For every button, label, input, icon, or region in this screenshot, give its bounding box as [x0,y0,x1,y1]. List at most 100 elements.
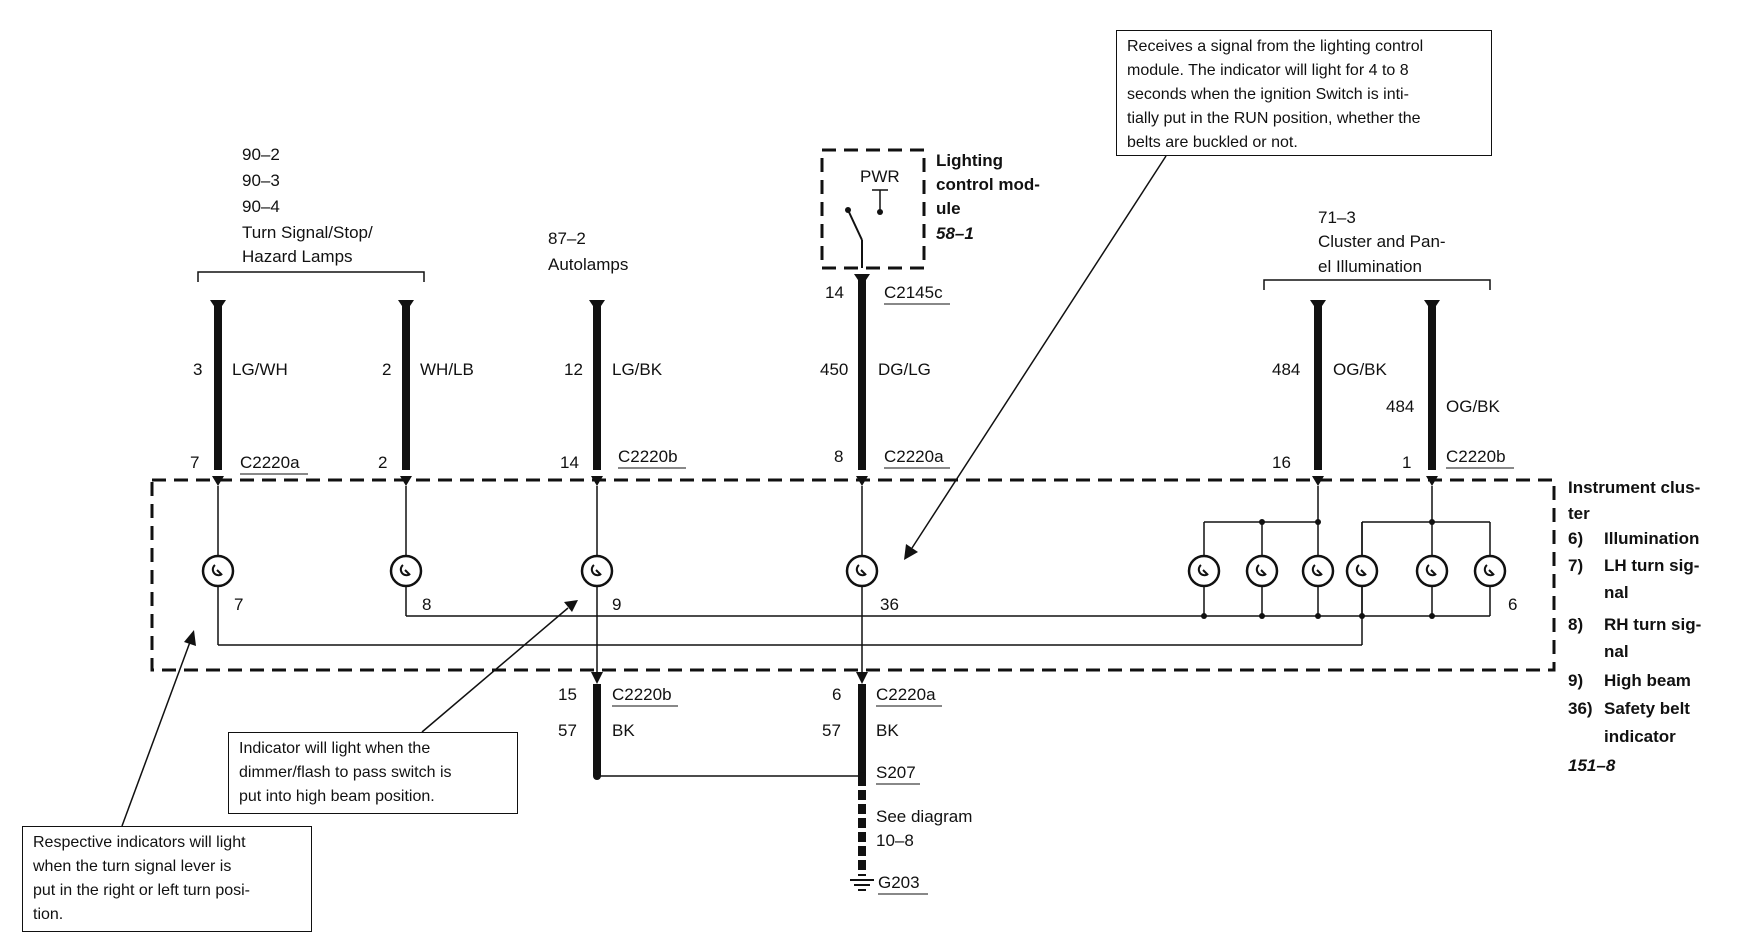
svg-text:nal: nal [1604,583,1629,602]
svg-text:90–3: 90–3 [242,171,280,190]
svg-text:ter: ter [1568,504,1590,523]
lower-left-color: BK [612,721,635,740]
lower-right-pin: 6 [832,685,841,704]
lower-left-pin: 15 [558,685,577,704]
svg-text:151–8: 151–8 [1568,756,1616,775]
svg-text:9): 9) [1568,671,1583,690]
bulb-7-label: 7 [234,595,243,614]
wire-2-pin: 2 [378,453,387,472]
wire-2-color: WH/LB [420,360,474,379]
turn-signal-source-label: 90–2 90–3 90–4 Turn Signal/Stop/ Hazard … [242,145,373,266]
illumination-bulb-5 [1415,554,1449,588]
safety-belt-bulb [845,554,879,588]
svg-text:Instrument clus-: Instrument clus- [1568,478,1700,497]
wire-3-pin: 14 [560,453,579,472]
svg-text:Safety belt: Safety belt [1604,699,1690,718]
wire-4-top-pin: 14 [825,283,844,302]
bulb-36-label: 36 [880,595,899,614]
wire-1 [210,300,226,470]
wire-1-connector: C2220a [240,453,300,472]
wire-6-color: OG/BK [1446,397,1501,416]
wire-3-circuit: 12 [564,360,583,379]
svg-text:Turn Signal/Stop/: Turn Signal/Stop/ [242,223,373,242]
wire-5-color: OG/BK [1333,360,1388,379]
wire-5-pin: 16 [1272,453,1291,472]
svg-text:nal: nal [1604,642,1629,661]
ground-label: G203 [878,873,920,892]
bulb-9-label: 9 [612,595,621,614]
svg-text:ule: ule [936,199,961,218]
instrument-cluster-legend: Instrument clus- ter 6) Illumination 7) … [1568,478,1701,775]
wire-1-pin: 7 [190,453,199,472]
svg-text:90–2: 90–2 [242,145,280,164]
splice-label: S207 [876,763,916,782]
svg-text:Cluster and Pan-: Cluster and Pan- [1318,232,1446,251]
callout-high-beam: Indicator will light when the dimmer/fla… [228,732,518,814]
svg-text:7): 7) [1568,556,1583,575]
autolamps-source-label: 87–2 Autolamps [548,229,628,274]
wire-6-circuit: 484 [1386,397,1414,416]
illumination-bulb-3 [1301,554,1335,588]
wire-4-pin: 8 [834,447,843,466]
svg-text:Lighting: Lighting [936,151,1003,170]
wire-4-circuit: 450 [820,360,848,379]
svg-text:control mod-: control mod- [936,175,1040,194]
see-diagram-label: See diagram [876,807,972,826]
callout-turn-signal: Respective indicators will light when th… [22,826,312,932]
illumination-bulb-2 [1245,554,1279,588]
pwr-label: PWR [860,167,900,186]
bulb-6-label: 6 [1508,595,1517,614]
wire-4 [854,274,870,470]
cluster-illumination-bracket [1263,279,1491,290]
svg-text:High beam: High beam [1604,671,1691,690]
wire-1-color: LG/WH [232,360,288,379]
wire-3-connector: C2220b [618,447,678,466]
see-diagram-ref: 10–8 [876,831,914,850]
wire-4-connector: C2220a [884,447,944,466]
callout-pointers [121,155,1167,827]
svg-text:RH turn sig-: RH turn sig- [1604,615,1701,634]
wire-3-color: LG/BK [612,360,663,379]
illumination-bulb-1 [1187,554,1221,588]
bulb-8-label: 8 [422,595,431,614]
wire-2-circuit: 2 [382,360,391,379]
lh-turn-bulb [201,554,235,588]
wire-1-circuit: 3 [193,360,202,379]
wire-5-circuit: 484 [1272,360,1300,379]
svg-text:8): 8) [1568,615,1583,634]
svg-text:Autolamps: Autolamps [548,255,628,274]
lower-left-connector: C2220b [612,685,672,704]
svg-text:58–1: 58–1 [936,224,974,243]
svg-text:6): 6) [1568,529,1583,548]
lighting-control-module-box [820,148,926,270]
svg-text:indicator: indicator [1604,727,1676,746]
svg-text:LH turn sig-: LH turn sig- [1604,556,1699,575]
lighting-control-module-label: Lighting control mod- ule 58–1 [936,151,1040,243]
svg-text:Hazard Lamps: Hazard Lamps [242,247,353,266]
svg-text:el Illumination: el Illumination [1318,257,1422,276]
ground-symbol [850,879,874,891]
wire-3 [589,300,605,470]
svg-text:36): 36) [1568,699,1593,718]
svg-text:87–2: 87–2 [548,229,586,248]
rh-turn-bulb [389,554,423,588]
wire-2 [398,300,414,470]
svg-text:71–3: 71–3 [1318,208,1356,227]
svg-text:Illumination: Illumination [1604,529,1699,548]
wire-6 [1424,300,1440,470]
wire-4-color: DG/LG [878,360,931,379]
illumination-bulb-6 [1473,554,1507,588]
turn-signal-bracket [197,271,425,282]
wire-6-connector: C2220b [1446,447,1506,466]
lower-left-circuit: 57 [558,721,577,740]
wire-5 [1310,300,1326,470]
cluster-illumination-source-label: 71–3 Cluster and Pan- el Illumination [1318,208,1446,276]
lower-right-connector: C2220a [876,685,936,704]
lower-right-color: BK [876,721,899,740]
svg-text:90–4: 90–4 [242,197,280,216]
lower-right-circuit: 57 [822,721,841,740]
wire-6-pin: 1 [1402,453,1411,472]
illumination-bulb-4 [1345,554,1379,588]
callout-safety-belt-signal: Receives a signal from the lighting cont… [1116,30,1492,156]
